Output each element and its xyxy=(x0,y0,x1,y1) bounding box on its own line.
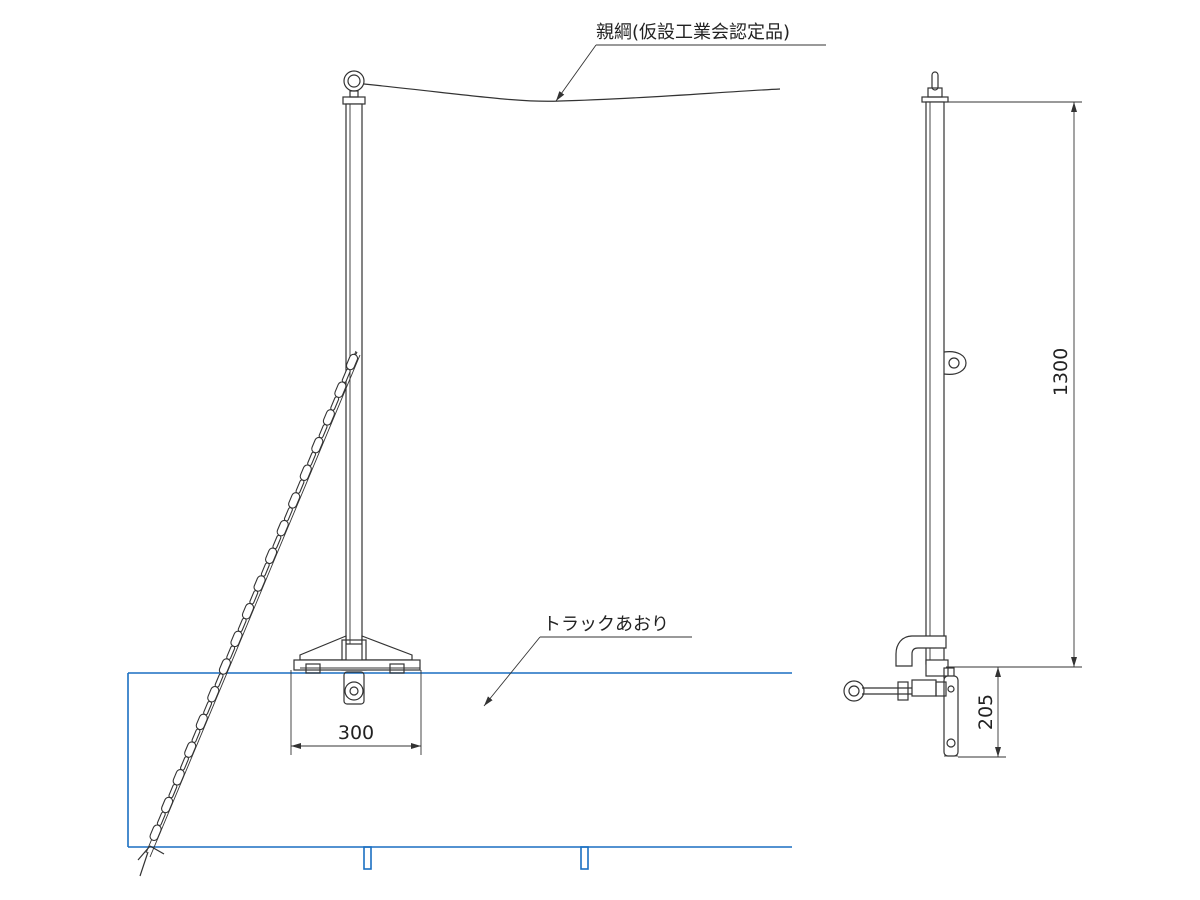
pole-side-view xyxy=(843,71,967,757)
truck-gate-label: トラックあおり xyxy=(543,614,669,635)
rope-line xyxy=(363,83,781,102)
chain-link xyxy=(334,381,347,398)
chain-link xyxy=(311,436,324,454)
chain-link xyxy=(195,713,208,731)
pole-front-view xyxy=(293,70,421,705)
base-width-value: 300 xyxy=(338,722,374,744)
clamp-height-dimension: 205 xyxy=(956,666,1006,758)
chain-link xyxy=(276,519,289,537)
chain-link xyxy=(265,547,278,565)
chain-link xyxy=(253,575,266,592)
rope-label: 親綱(仮設工業会認定品) xyxy=(596,22,790,43)
side-pole-tube xyxy=(925,101,945,665)
top-eye-ring xyxy=(343,70,365,92)
truck-gate-outline xyxy=(127,672,792,870)
gate-hinge-left xyxy=(363,846,372,870)
chain-link xyxy=(191,728,201,743)
chain-link xyxy=(156,811,166,826)
rope-leader xyxy=(555,44,597,102)
chain-link xyxy=(214,673,224,688)
chain-link xyxy=(184,741,197,758)
truck-leader xyxy=(483,636,541,707)
chain-link xyxy=(230,630,243,648)
chain-link xyxy=(161,796,174,814)
base-width-dimension: 300 xyxy=(290,670,422,755)
pole-height-value: 1300 xyxy=(1050,348,1072,396)
chain-link xyxy=(288,492,301,509)
gate-hinge-right xyxy=(580,846,589,870)
chain-hook xyxy=(137,845,165,877)
chain xyxy=(137,350,361,877)
side-screw-eye xyxy=(843,680,865,702)
base-plate xyxy=(293,659,421,671)
mid-eye-ring xyxy=(943,351,967,375)
chain-link xyxy=(322,409,335,426)
chain-link xyxy=(203,700,213,716)
side-clamp-hook xyxy=(895,635,947,667)
chain-link xyxy=(149,824,162,841)
clamp-height-value: 205 xyxy=(975,694,997,730)
base-gusset-right xyxy=(361,635,413,661)
chain-link xyxy=(180,756,189,771)
base-gusset-left xyxy=(299,635,347,661)
pole-height-dimension: 1300 xyxy=(946,101,1082,668)
chain-link xyxy=(207,685,220,703)
chain-link xyxy=(241,602,255,620)
clamp-knob xyxy=(344,681,364,701)
chain-link xyxy=(299,464,312,481)
chain-link xyxy=(226,645,236,660)
chain-link xyxy=(168,783,178,799)
chain-link xyxy=(172,769,185,786)
